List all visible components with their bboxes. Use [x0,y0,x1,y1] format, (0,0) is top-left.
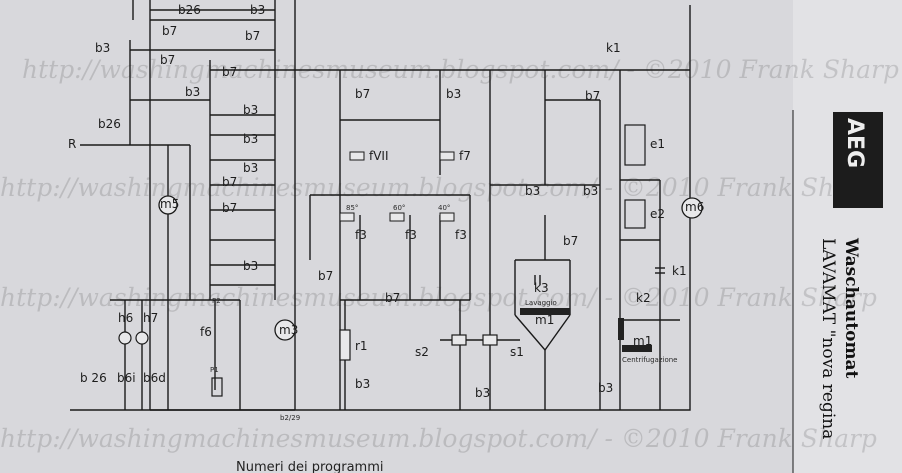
fuse-f7-symbol [439,151,455,161]
label-P1: P1 [210,366,219,374]
label-b7-a: b7 [162,24,177,38]
lamp-h7-symbol [135,331,149,345]
label-b7-e: b7 [222,175,237,189]
motor-m5-symbol [158,195,178,215]
side-panel [793,0,902,473]
label-b7-d: b7 [222,65,237,79]
label-b7-lower: b7 [563,234,578,248]
watermark-group: http://washingmachinesmuseum.blogspot.co… [0,55,899,453]
label-b7-top-right: k1 [606,41,621,55]
label-b3-l: b3 [598,381,613,395]
brand-block: AEG Waschautomat LAVAMAT "nova regina [818,112,883,439]
label-m1-spin: m1 [633,334,652,348]
label-m1-wash: m1 [535,313,554,327]
label-b7-s: b7 [355,87,370,101]
label-b7-c: b7 [160,53,175,67]
label-fVII: fVII [369,149,389,163]
label-b3-e: b3 [243,161,258,175]
label-f3-b: f3 [405,228,417,242]
label-k2: k2 [636,291,651,305]
label-40deg: 40° [438,204,450,212]
timer-e2-box [624,199,646,229]
label-b7-upper: b7 [585,89,600,103]
brand-title: Waschautomat [841,237,861,378]
label-b2-29: b2/29 [280,414,300,422]
label-r1: r1 [355,339,368,353]
motor-m3-symbol [274,319,296,341]
label-f3-c: f3 [455,228,467,242]
resistor-r1-symbol [339,329,351,361]
label-e1: e1 [650,137,665,151]
label-b3-d: b3 [243,132,258,146]
label-b3-c: b3 [243,103,258,117]
label-b7-g: b7 [318,269,333,283]
label-b3-top: b3 [250,3,265,17]
label-85deg: 85° [346,204,358,212]
label-b3-left: b3 [95,41,110,55]
motor-m6-symbol [681,197,703,219]
brand-subtitle: LAVAMAT "nova regina [818,238,838,439]
thermostat-85-symbol [339,212,355,222]
label-centrifugazione: Centrifugazione [622,356,677,364]
aeg-logo-text: AEG [842,118,867,168]
label-b26-bottom: b 26 [80,371,107,385]
label-k3: k3 [534,281,549,295]
label-b26-top: b26 [98,117,121,131]
label-b7-f: b7 [222,201,237,215]
solenoid-s1-symbol [482,334,498,346]
label-e2: e2 [650,207,665,221]
label-f7: f7 [459,149,471,163]
label-b3-mid: b3 [185,85,200,99]
label-s1: s1 [510,345,524,359]
label-b3-k: b3 [583,184,598,198]
solenoid-s2-symbol [451,334,467,346]
switch-p1-box [211,377,223,397]
label-s2: s2 [415,345,429,359]
label-m6: m6 [685,200,704,214]
label-R: R [68,137,76,151]
components [118,124,703,397]
aeg-logo-box [833,112,883,208]
label-b6d: b6d [143,371,166,385]
label-f6: f6 [200,325,212,339]
label-lavaggio: Lavaggio [525,299,557,307]
label-b26-first: b26 [178,3,201,17]
motor-winding-m1-wash [520,308,570,315]
capacitor-k2-winding [618,318,624,340]
label-b7-b: b7 [245,29,260,43]
label-b3-s: b3 [446,87,461,101]
component-labels: R b26 b26 b3 b3 b7 b7 b7 b7 b3 b3 b3 b3 … [68,3,704,422]
label-h6: h6 [118,311,133,325]
label-b7-h: b7 [385,291,400,305]
watermark-2: http://washingmachinesmuseum.blogspot.co… [0,173,877,202]
thermostat-40-symbol [439,212,455,222]
lamp-h6-symbol [118,331,132,345]
fuse-fVII-symbol [349,151,365,161]
watermark-4: http://washingmachinesmuseum.blogspot.co… [0,424,877,453]
watermark-3: http://washingmachinesmuseum.blogspot.co… [0,283,877,312]
label-f3-a: f3 [355,228,367,242]
thermostat-60-symbol [389,212,405,222]
label-h7: h7 [143,311,158,325]
label-P2: P2 [212,297,221,305]
label-b3-h: b3 [355,377,370,391]
label-m5: m5 [160,197,179,211]
label-b6i: b6i [117,371,136,385]
label-m3: m3 [279,323,298,337]
label-b3-f: b3 [243,259,258,273]
label-b3-i: b3 [475,386,490,400]
programs-footer: Numeri dei programmi [236,460,383,473]
label-60deg: 60° [393,204,405,212]
motor-winding-m1-spin [622,345,652,352]
timer-e1-box [624,124,646,166]
circuit-wires [70,0,691,411]
label-k1: k1 [672,264,687,278]
label-b3-j: b3 [525,184,540,198]
